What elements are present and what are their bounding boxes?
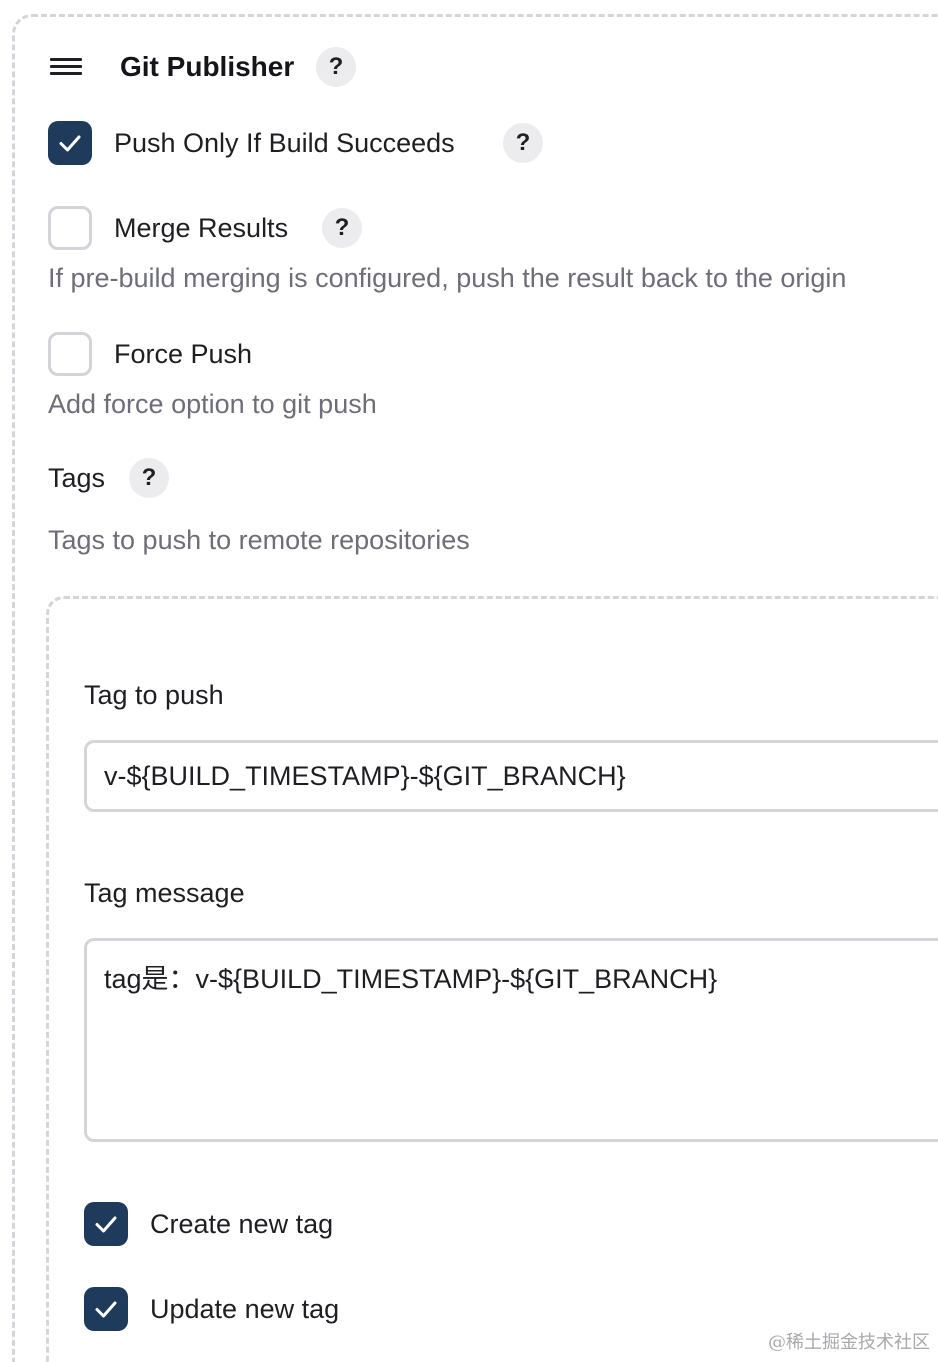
tags-heading: Tags <box>48 463 106 493</box>
watermark: @稀土掘金技术社区 <box>768 1332 930 1353</box>
push-only-if-success-checkbox[interactable] <box>48 121 92 165</box>
create-new-tag-checkbox[interactable] <box>84 1202 128 1246</box>
push-only-if-success-label: Push Only If Build Succeeds <box>114 128 455 158</box>
drag-handle-icon[interactable] <box>50 58 82 78</box>
update-new-tag-checkbox[interactable] <box>84 1287 128 1331</box>
force-push-label: Force Push <box>114 339 253 369</box>
checkmark-icon <box>95 1216 117 1233</box>
tags-description: Tags to push to remote repositories <box>48 525 470 555</box>
tag-entry-frame <box>46 596 938 1362</box>
checkmark-icon <box>59 135 81 152</box>
tag-message-textarea[interactable]: tag是：v-${BUILD_TIMESTAMP}-${GIT_BRANCH} <box>84 938 938 1142</box>
update-new-tag-label: Update new tag <box>150 1294 340 1324</box>
tag-to-push-label: Tag to push <box>84 680 224 710</box>
help-icon-push-only[interactable]: ? <box>503 123 543 163</box>
help-icon-merge-results[interactable]: ? <box>322 208 362 248</box>
merge-results-label: Merge Results <box>114 213 289 243</box>
help-icon-tags[interactable]: ? <box>129 458 169 498</box>
merge-results-checkbox[interactable] <box>48 206 92 250</box>
force-push-description: Add force option to git push <box>48 389 377 419</box>
create-new-tag-label: Create new tag <box>150 1209 334 1239</box>
section-title: Git Publisher <box>120 51 295 82</box>
tag-message-label: Tag message <box>84 878 245 908</box>
force-push-checkbox[interactable] <box>48 332 92 376</box>
publisher-section-frame <box>12 14 938 1362</box>
merge-results-description: If pre-build merging is configured, push… <box>48 263 847 293</box>
tag-to-push-input[interactable]: v-${BUILD_TIMESTAMP}-${GIT_BRANCH} <box>84 740 938 812</box>
help-icon-publisher[interactable]: ? <box>316 47 356 87</box>
checkmark-icon <box>95 1301 117 1318</box>
